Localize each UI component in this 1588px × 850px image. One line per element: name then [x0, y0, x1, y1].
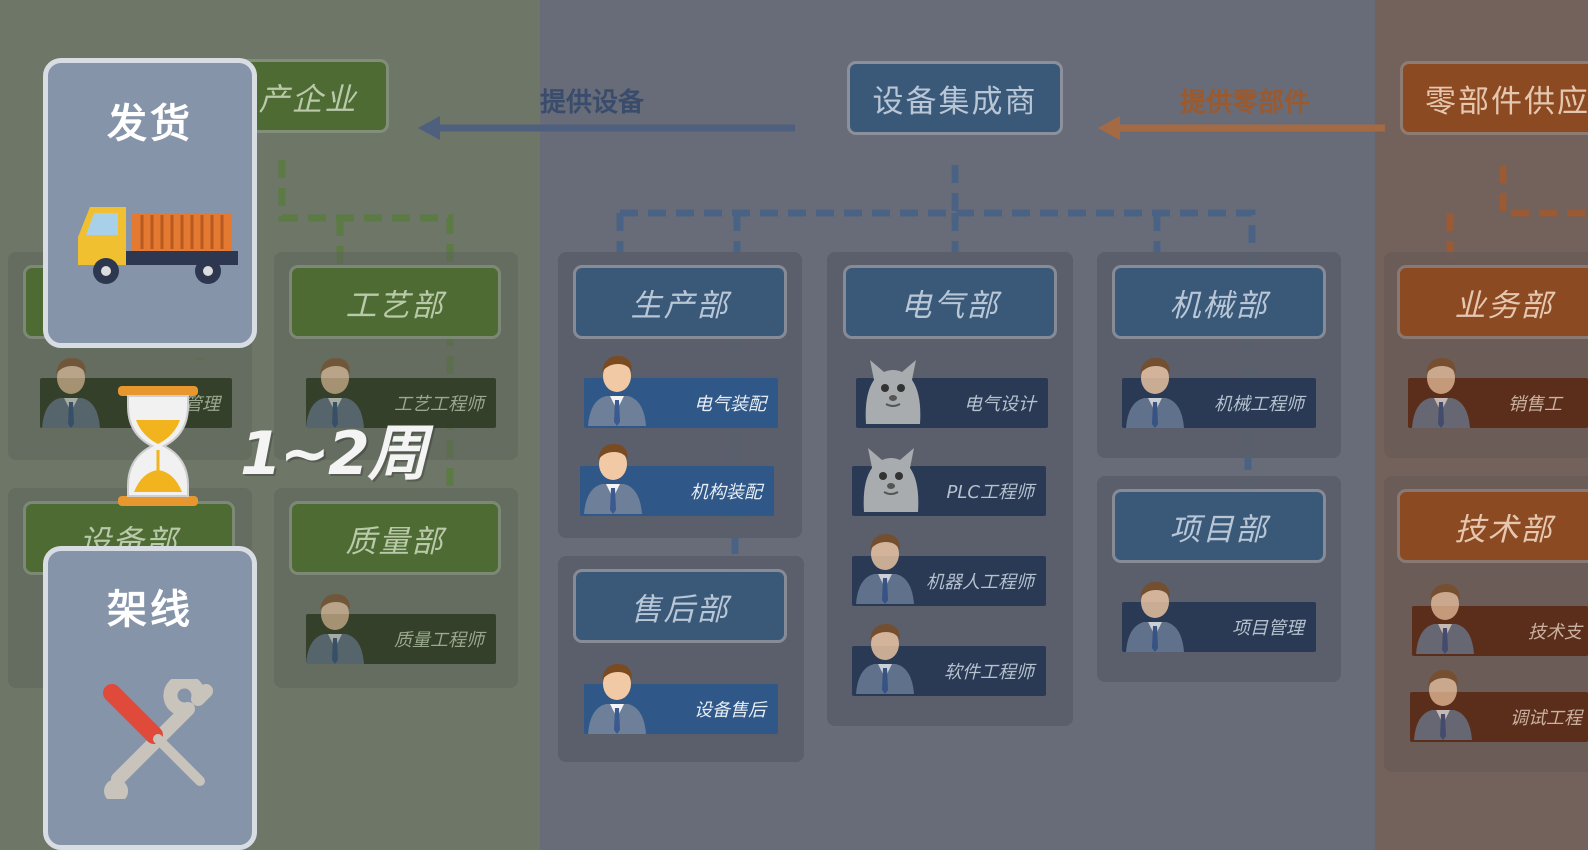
person-avatar [580, 438, 646, 514]
dept-craft-label: 工艺部 [345, 287, 445, 324]
cat-avatar [858, 354, 928, 424]
dept-electrical: 电气部 [846, 268, 1054, 336]
dept-technical: 技术部 [1400, 492, 1588, 560]
dept-project: 项目部 [1115, 492, 1323, 560]
tools-icon [103, 679, 213, 799]
dept-production-label: 生产部 [630, 287, 730, 324]
person-avatar [852, 618, 918, 694]
role-craft-engineer-label: 工艺工程师 [394, 394, 484, 415]
dept-business: 业务部 [1400, 268, 1588, 336]
rack-card-title: 架线 [107, 587, 193, 633]
rack-card: 架线 [43, 546, 257, 850]
person-avatar [1410, 664, 1476, 740]
truck-icon [78, 207, 238, 284]
dept-aftersales-label: 售后部 [630, 591, 730, 628]
person-avatar [1408, 352, 1474, 428]
hourglass-icon [118, 386, 198, 506]
dept-technical-label: 技术部 [1454, 511, 1554, 548]
supplier-node: 零部件供应 [1403, 64, 1588, 132]
person-avatar [584, 658, 650, 734]
role-quality-engineer-label: 质量工程师 [394, 630, 484, 651]
role-commissioning-label: 调试工程 [1510, 708, 1582, 729]
person-avatar [38, 352, 104, 428]
dept-aftersales: 售后部 [576, 572, 784, 640]
dept-quality-label: 质量部 [345, 523, 445, 560]
production-company-label: 产企业 [258, 81, 358, 118]
person-avatar [852, 528, 918, 604]
ship-card: 发货 [43, 58, 257, 348]
dept-project-label: 项目部 [1169, 511, 1269, 548]
dept-mechanical-label: 机械部 [1169, 287, 1269, 324]
arrow-label-provide-equipment: 提供设备 [540, 88, 645, 118]
role-electrical-design-label: 电气设计 [964, 394, 1036, 415]
dept-quality: 质量部 [292, 504, 498, 572]
ship-card-title: 发货 [107, 101, 193, 147]
role-management-label: 管理 [184, 394, 220, 415]
dept-mechanical: 机械部 [1115, 268, 1323, 336]
role-mechanical-engineer-label: 机械工程师 [1214, 394, 1304, 415]
supplier-label: 零部件供应 [1425, 83, 1588, 120]
arrow-label-provide-parts: 提供零部件 [1180, 88, 1311, 118]
duration-text: 1~2周 [240, 419, 428, 489]
cat-avatar [856, 442, 926, 512]
integrator-node: 设备集成商 [850, 64, 1060, 132]
role-equipment-aftersales-label: 设备售后 [694, 700, 766, 721]
role-software-engineer-label: 软件工程师 [944, 662, 1034, 683]
person-avatar [1412, 578, 1478, 654]
person-avatar [584, 350, 650, 426]
dept-electrical-label: 电气部 [900, 287, 1000, 324]
dept-craft: 工艺部 [292, 268, 498, 336]
person-avatar [302, 588, 368, 664]
role-plc-engineer-label: PLC工程师 [946, 482, 1034, 503]
dept-production: 生产部 [576, 268, 784, 336]
person-avatar [1122, 352, 1188, 428]
role-mechanism-assembly-label: 机构装配 [690, 482, 762, 503]
person-avatar [1122, 576, 1188, 652]
role-robot-engineer-label: 机器人工程师 [926, 572, 1034, 593]
role-electrical-assembly-label: 电气装配 [694, 394, 766, 415]
role-tech-support-label: 技术支 [1528, 622, 1582, 643]
role-project-management-label: 项目管理 [1232, 618, 1304, 639]
integrator-label: 设备集成商 [872, 83, 1038, 120]
dept-business-label: 业务部 [1454, 287, 1554, 324]
role-sales-label: 销售工 [1508, 394, 1562, 415]
